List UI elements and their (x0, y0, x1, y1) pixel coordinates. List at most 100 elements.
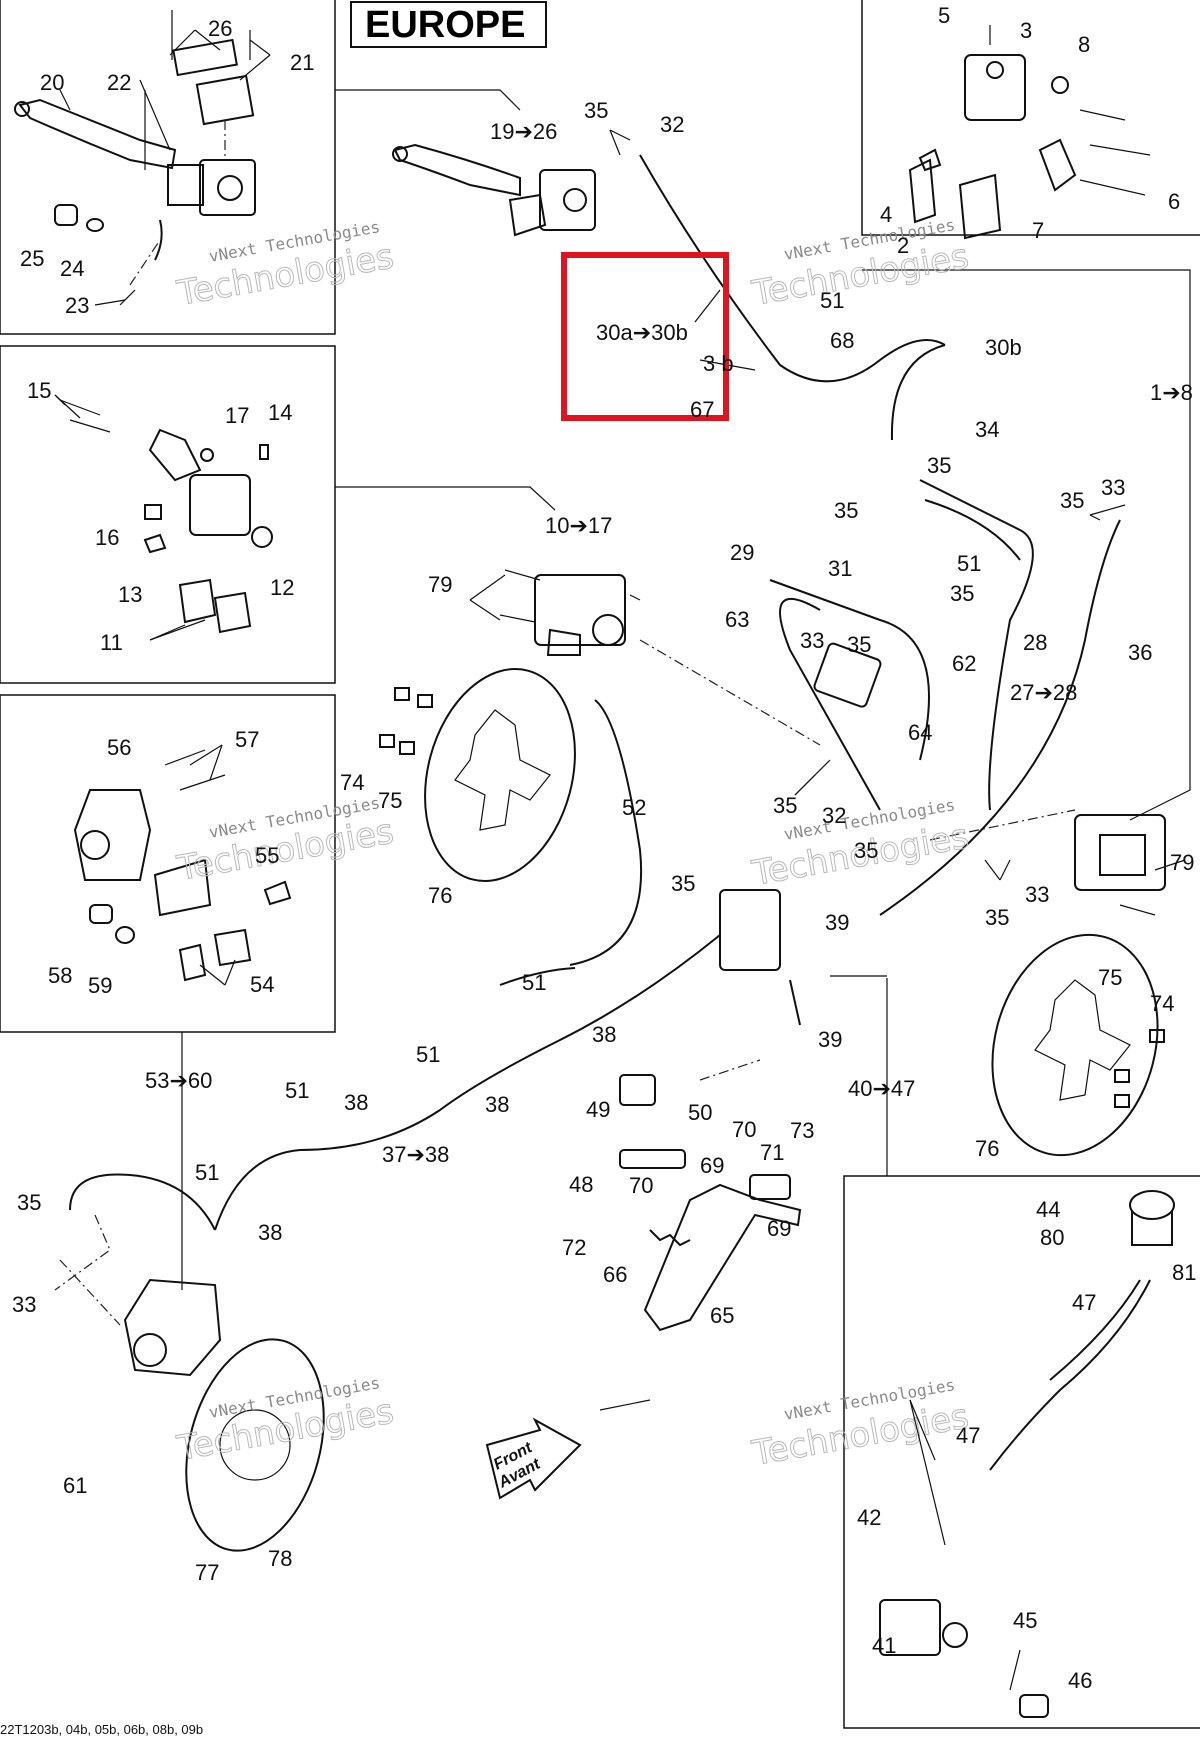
part-label-8: 8 (1078, 32, 1090, 57)
part-label-69a: 69 (700, 1153, 724, 1178)
part-label-33b: 33 (1025, 882, 1049, 907)
brake-pedal (619, 1074, 802, 1332)
part-label-33d: 33 (12, 1292, 36, 1317)
part-label-77: 77 (195, 1560, 219, 1585)
part-label-7: 7 (1032, 218, 1044, 243)
part-label-32a: 32 (660, 112, 684, 137)
part-label-47b: 47 (956, 1423, 980, 1448)
part-label-41: 41 (872, 1633, 896, 1658)
part-label-39b: 39 (818, 1027, 842, 1052)
part-label-44: 44 (1036, 1197, 1060, 1222)
part-label-1_8: 1➔8 (1150, 380, 1193, 405)
part-label-30b_b: 3 b (703, 351, 734, 376)
title-box: EUROPE (350, 1, 547, 48)
part-label-56: 56 (107, 735, 131, 760)
part-label-34: 34 (975, 417, 999, 442)
part-label-5: 5 (938, 3, 950, 28)
part-label-51b: 51 (957, 551, 981, 576)
part-label-35g: 35 (773, 793, 797, 818)
rear-caliper-assembly (73, 749, 292, 982)
front-caliper-center (499, 569, 821, 746)
part-label-68: 68 (830, 328, 854, 353)
part-label-74a: 74 (340, 770, 364, 795)
panel-right-caliper (861, 0, 1200, 236)
part-label-31: 31 (828, 556, 852, 581)
part-label-51e: 51 (285, 1078, 309, 1103)
disc-rear (185, 1338, 325, 1552)
part-label-61: 61 (63, 1473, 87, 1498)
front-direction-arrow: Front Avant (485, 1417, 582, 1500)
part-label-51a: 51 (820, 288, 844, 313)
part-label-59: 59 (88, 973, 112, 998)
disc-left (424, 668, 576, 882)
part-label-23: 23 (65, 293, 89, 318)
part-label-55: 55 (255, 843, 279, 868)
part-label-47a: 47 (1072, 1290, 1096, 1315)
rear-caliper-bottom (54, 1214, 222, 1377)
part-label-37_38: 37➔38 (382, 1142, 449, 1167)
part-label-76a: 76 (428, 883, 452, 908)
part-label-63: 63 (725, 607, 749, 632)
disc-bolts (379, 687, 1165, 1108)
part-label-4: 4 (880, 202, 892, 227)
part-label-73: 73 (790, 1118, 814, 1143)
part-label-40_47: 40➔47 (848, 1076, 915, 1101)
part-label-35a: 35 (584, 98, 608, 123)
panel-rear-master-cylinder (843, 1175, 1200, 1729)
panel-rear-caliper (0, 694, 336, 1033)
highlight-box (561, 252, 729, 421)
part-label-51f: 51 (195, 1160, 219, 1185)
part-label-35e: 35 (847, 632, 871, 657)
part-label-65: 65 (710, 1303, 734, 1328)
part-label-25: 25 (20, 246, 44, 271)
part-label-74b: 74 (1150, 991, 1174, 1016)
watermarks: vNext Technologies Technologies vNext Te… (173, 215, 972, 1474)
part-label-3: 3 (1020, 18, 1032, 43)
left-lever-assembly (14, 10, 256, 286)
part-label-70a: 70 (732, 1117, 756, 1142)
part-label-22: 22 (107, 70, 131, 95)
part-label-51d: 51 (416, 1042, 440, 1067)
highlight-group: 30a➔30b (561, 252, 729, 421)
part-label-38d: 38 (258, 1220, 282, 1245)
callout-leaders (54, 29, 1126, 1546)
part-label-32b: 32 (822, 803, 846, 828)
part-label-39a: 39 (825, 910, 849, 935)
part-label-48: 48 (569, 1172, 593, 1197)
part-label-62: 62 (952, 651, 976, 676)
part-label-35d: 35 (950, 581, 974, 606)
panel-left-caliper (0, 345, 336, 684)
part-label-72: 72 (562, 1235, 586, 1260)
part-label-35h: 35 (854, 838, 878, 863)
part-label-19_26: 19➔26 (490, 119, 557, 144)
part-label-80: 80 (1040, 1225, 1064, 1250)
part-label-67: 67 (690, 397, 714, 422)
front-caliper-right (929, 809, 1186, 916)
part-label-70b: 70 (629, 1173, 653, 1198)
footer-code: 22T1203b, 04b, 05b, 06b, 08b, 09b (0, 1722, 203, 1737)
part-label-24: 24 (60, 256, 84, 281)
part-label-76b: 76 (975, 1136, 999, 1161)
part-label-35b: 35 (927, 453, 951, 478)
part-label-36: 36 (1128, 640, 1152, 665)
part-label-49: 49 (586, 1097, 610, 1122)
part-label-35c: 35 (834, 498, 858, 523)
panel-left-master-cylinder (0, 0, 336, 335)
rear-master-cylinder (879, 1190, 1175, 1718)
highlight-label: 30a➔30b (596, 320, 688, 345)
brake-lines (69, 154, 1121, 1231)
part-label-64: 64 (908, 720, 932, 745)
part-label-33c: 33 (800, 628, 824, 653)
part-label-26: 26 (208, 16, 232, 41)
part-label-46: 46 (1068, 1668, 1092, 1693)
part-label-58: 58 (48, 963, 72, 988)
part-label-30b_a: 30b (985, 335, 1022, 360)
part-label-50: 50 (688, 1100, 712, 1125)
central-valve (699, 642, 882, 1081)
part-label-17: 17 (225, 403, 249, 428)
part-label-51c: 51 (522, 970, 546, 995)
part-label-10_17: 10➔17 (545, 513, 612, 538)
connector-lines (181, 89, 1191, 1290)
